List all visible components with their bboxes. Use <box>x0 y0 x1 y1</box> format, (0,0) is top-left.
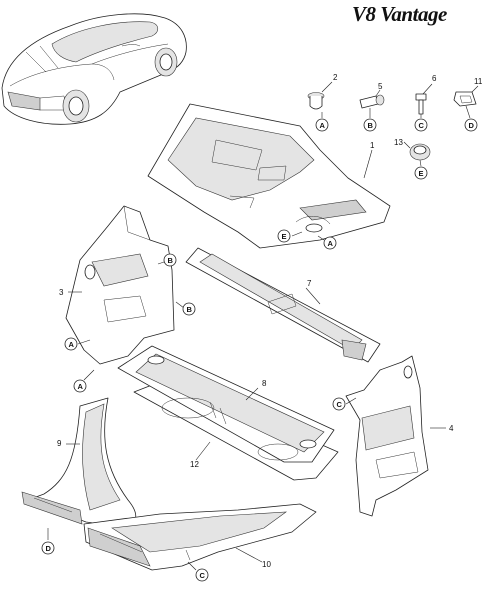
svg-text:C: C <box>419 121 425 130</box>
callout-11: 11 <box>474 77 483 86</box>
svg-text:C: C <box>337 400 343 409</box>
svg-text:E: E <box>282 232 287 241</box>
marker-c-hw: C <box>414 118 428 132</box>
marker-e-tray: E <box>277 229 291 243</box>
brand-logo: V8 Vantage <box>352 2 447 26</box>
bolt-6 <box>415 83 433 115</box>
marker-b-panel-2: B <box>182 302 196 316</box>
marker-a-tray: A <box>323 236 337 250</box>
callout-4: 4 <box>449 424 454 433</box>
svg-text:B: B <box>168 256 174 265</box>
air-duct-9 <box>21 397 137 529</box>
callout-8: 8 <box>262 379 267 388</box>
marker-c-right: C <box>332 397 346 411</box>
callout-3: 3 <box>59 288 64 297</box>
bolt-5 <box>359 89 385 109</box>
fastener-2 <box>307 81 333 110</box>
svg-text:A: A <box>320 121 326 130</box>
callout-1: 1 <box>370 141 375 150</box>
callout-6: 6 <box>432 74 437 83</box>
side-panel-3 <box>65 205 175 365</box>
fixing-markers: A B C D E E A B B A A C D C <box>41 118 478 582</box>
callout-7: 7 <box>307 279 312 288</box>
marker-d-duct: D <box>41 541 55 555</box>
callout-9: 9 <box>57 439 62 448</box>
svg-text:A: A <box>328 239 334 248</box>
marker-leaders <box>47 105 471 571</box>
marker-b-panel-1: B <box>163 253 177 267</box>
svg-text:C: C <box>200 571 206 580</box>
callout-13: 13 <box>394 138 403 147</box>
marker-c-duct: C <box>195 568 209 582</box>
svg-text:D: D <box>46 544 52 553</box>
marker-a-panel-1: A <box>64 337 78 351</box>
svg-text:B: B <box>368 121 374 130</box>
callout-5: 5 <box>378 82 383 91</box>
callout-2: 2 <box>333 73 338 82</box>
marker-e-hw: E <box>414 166 428 180</box>
marker-a-hw: A <box>315 118 329 132</box>
marker-d-hw: D <box>464 118 478 132</box>
plug-13 <box>403 141 431 161</box>
undertray-1 <box>147 103 391 249</box>
svg-text:E: E <box>419 169 424 178</box>
air-duct-10 <box>83 503 317 571</box>
marker-a-panel-2: A <box>73 379 87 393</box>
callout-numbers: 2 5 6 11 13 1 3 7 8 4 9 12 10 <box>57 73 483 569</box>
svg-text:D: D <box>469 121 475 130</box>
tray-assembly-8-12 <box>117 345 339 481</box>
svg-text:A: A <box>78 382 84 391</box>
svg-text:B: B <box>187 305 193 314</box>
car-illustration <box>1 13 187 125</box>
clip-11 <box>453 85 479 107</box>
marker-b-hw: B <box>363 118 377 132</box>
callout-10: 10 <box>262 560 271 569</box>
cross-member-7 <box>185 247 381 363</box>
callout-12: 12 <box>190 460 199 469</box>
side-panel-4 <box>345 355 446 517</box>
svg-text:A: A <box>69 340 75 349</box>
